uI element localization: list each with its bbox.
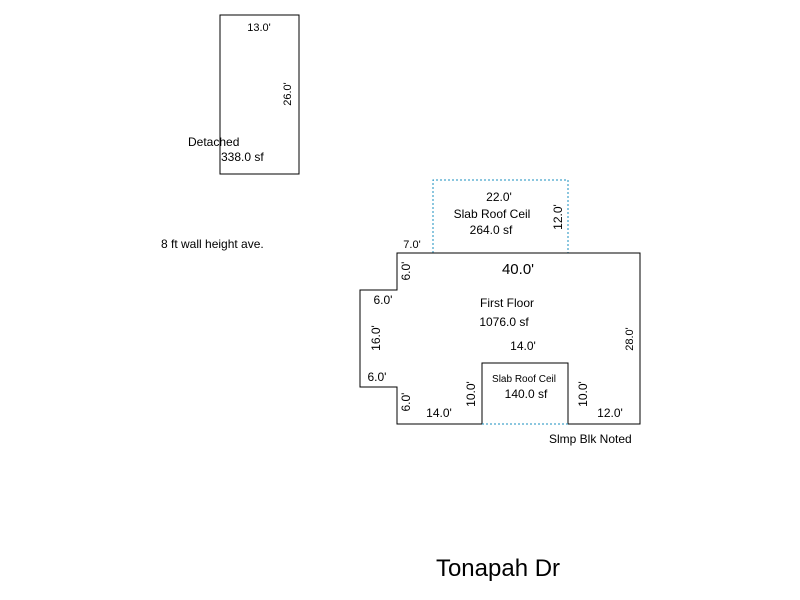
slab-top-dim-top: 22.0' — [486, 190, 512, 204]
slab-top-dim-right: 12.0' — [551, 204, 565, 230]
ff-dim-notch-top: 14.0' — [510, 339, 536, 353]
ff-dim-left-lower-vertical: 6.0' — [399, 393, 413, 412]
ff-dim-left-upper-vertical: 6.0' — [399, 262, 413, 281]
ff-label: First Floor — [480, 296, 534, 310]
detached-area: 338.0 sf — [221, 150, 264, 164]
ff-dim-bottom-right: 12.0' — [597, 406, 623, 420]
ff-dim-bottom-left: 14.0' — [426, 406, 452, 420]
slmp-blk-note: Slmp Blk Noted — [549, 432, 632, 446]
ff-dim-left-middle: 16.0' — [369, 325, 383, 351]
slab-inner-area: 140.0 sf — [505, 387, 548, 401]
ff-dim-right: 28.0' — [624, 327, 636, 351]
slab-top-outline — [432, 179, 569, 253]
ff-dim-left-lower-step: 6.0' — [368, 370, 387, 384]
detached-dim-right: 26.0' — [282, 82, 294, 106]
detached-outline — [219, 14, 300, 175]
wall-height-note: 8 ft wall height ave. — [161, 237, 264, 251]
detached-label: Detached — [188, 135, 239, 149]
ff-dim-notch-right: 10.0' — [576, 381, 590, 407]
ff-area: 1076.0 sf — [479, 315, 529, 329]
slab-inner-label: Slab Roof Ceil — [492, 374, 556, 385]
slab-top-area: 264.0 sf — [470, 223, 513, 237]
slab-top-label: Slab Roof Ceil — [454, 207, 531, 221]
ff-dim-top-left: 7.0' — [403, 239, 420, 251]
detached-dim-top: 13.0' — [247, 22, 271, 34]
ff-dim-top: 40.0' — [502, 261, 534, 278]
ff-dim-left-upper-step: 6.0' — [374, 293, 393, 307]
ff-dim-notch-left: 10.0' — [464, 381, 478, 407]
street-name: Tonapah Dr — [436, 555, 560, 582]
